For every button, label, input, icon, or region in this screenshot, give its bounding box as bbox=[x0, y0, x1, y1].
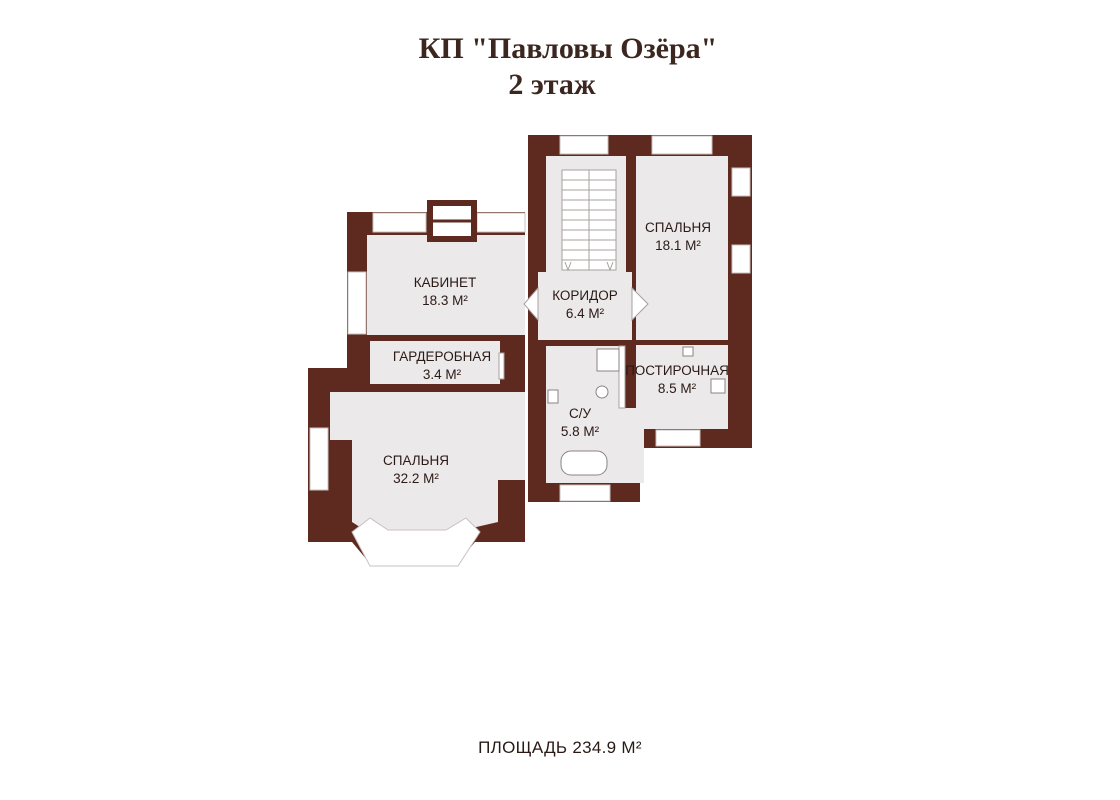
doors bbox=[498, 286, 649, 409]
label-corridor-name: КОРИДОР bbox=[552, 288, 618, 303]
total-area: ПЛОЩАДЬ 234.9 М² bbox=[478, 738, 642, 757]
floor-bedroom-large bbox=[330, 392, 525, 545]
label-cabinet-area: 18.3 М² bbox=[422, 293, 468, 308]
label-bedroom-large-name: СПАЛЬНЯ bbox=[383, 453, 449, 468]
label-wardrobe-name: ГАРДЕРОБНАЯ bbox=[393, 349, 491, 364]
label-bedroom-large-area: 32.2 М² bbox=[393, 471, 439, 486]
window-bathroom-bottom bbox=[559, 484, 611, 502]
shower bbox=[596, 348, 620, 372]
floor-wardrobe bbox=[370, 341, 500, 384]
label-laundry-name: ПОСТИРОЧНАЯ bbox=[625, 363, 729, 378]
fixtures bbox=[547, 346, 726, 476]
window-bedroom-small-top bbox=[651, 135, 713, 155]
washer bbox=[710, 378, 726, 394]
label-bathroom-area: 5.8 М² bbox=[561, 424, 600, 439]
label-bedroom-small-area: 18.1 М² bbox=[655, 238, 701, 253]
floor-subtitle: 2 этаж bbox=[508, 68, 596, 101]
label-wardrobe-area: 3.4 М² bbox=[423, 367, 462, 382]
windows bbox=[309, 135, 751, 567]
label-laundry-area: 8.5 М² bbox=[658, 381, 697, 396]
label-corridor-area: 6.4 М² bbox=[566, 306, 605, 321]
label-bathroom-name: С/У bbox=[569, 406, 592, 421]
window-stair-top bbox=[559, 135, 609, 155]
window-cabinet-left bbox=[347, 271, 367, 335]
window-bedroom-small-right-1 bbox=[731, 167, 751, 197]
laundry-sink bbox=[682, 346, 694, 357]
room-labels: КАБИНЕТ 18.3 М² ГАРДЕРОБНАЯ 3.4 М² СПАЛЬ… bbox=[383, 220, 729, 486]
toilet bbox=[595, 385, 609, 399]
floor-bedroom-small bbox=[636, 156, 728, 340]
window-bedroom-small-right-2 bbox=[731, 244, 751, 274]
room-floors bbox=[330, 156, 728, 545]
window-laundry-bottom bbox=[655, 429, 701, 447]
label-cabinet-name: КАБИНЕТ bbox=[414, 275, 476, 290]
balcony-railing bbox=[427, 200, 477, 242]
window-cabinet-top-right bbox=[476, 212, 526, 233]
floor-corridor bbox=[538, 272, 632, 340]
window-cabinet-top-left bbox=[372, 212, 427, 233]
window-bay bbox=[351, 517, 481, 567]
sink bbox=[547, 389, 559, 404]
floor-cabinet bbox=[367, 235, 525, 335]
stairs bbox=[561, 169, 617, 272]
label-bedroom-small-name: СПАЛЬНЯ bbox=[645, 220, 711, 235]
page-title: КП "Павловы Озёра" bbox=[418, 32, 718, 65]
window-bedroom-left bbox=[309, 427, 329, 491]
bathtub bbox=[560, 450, 608, 476]
